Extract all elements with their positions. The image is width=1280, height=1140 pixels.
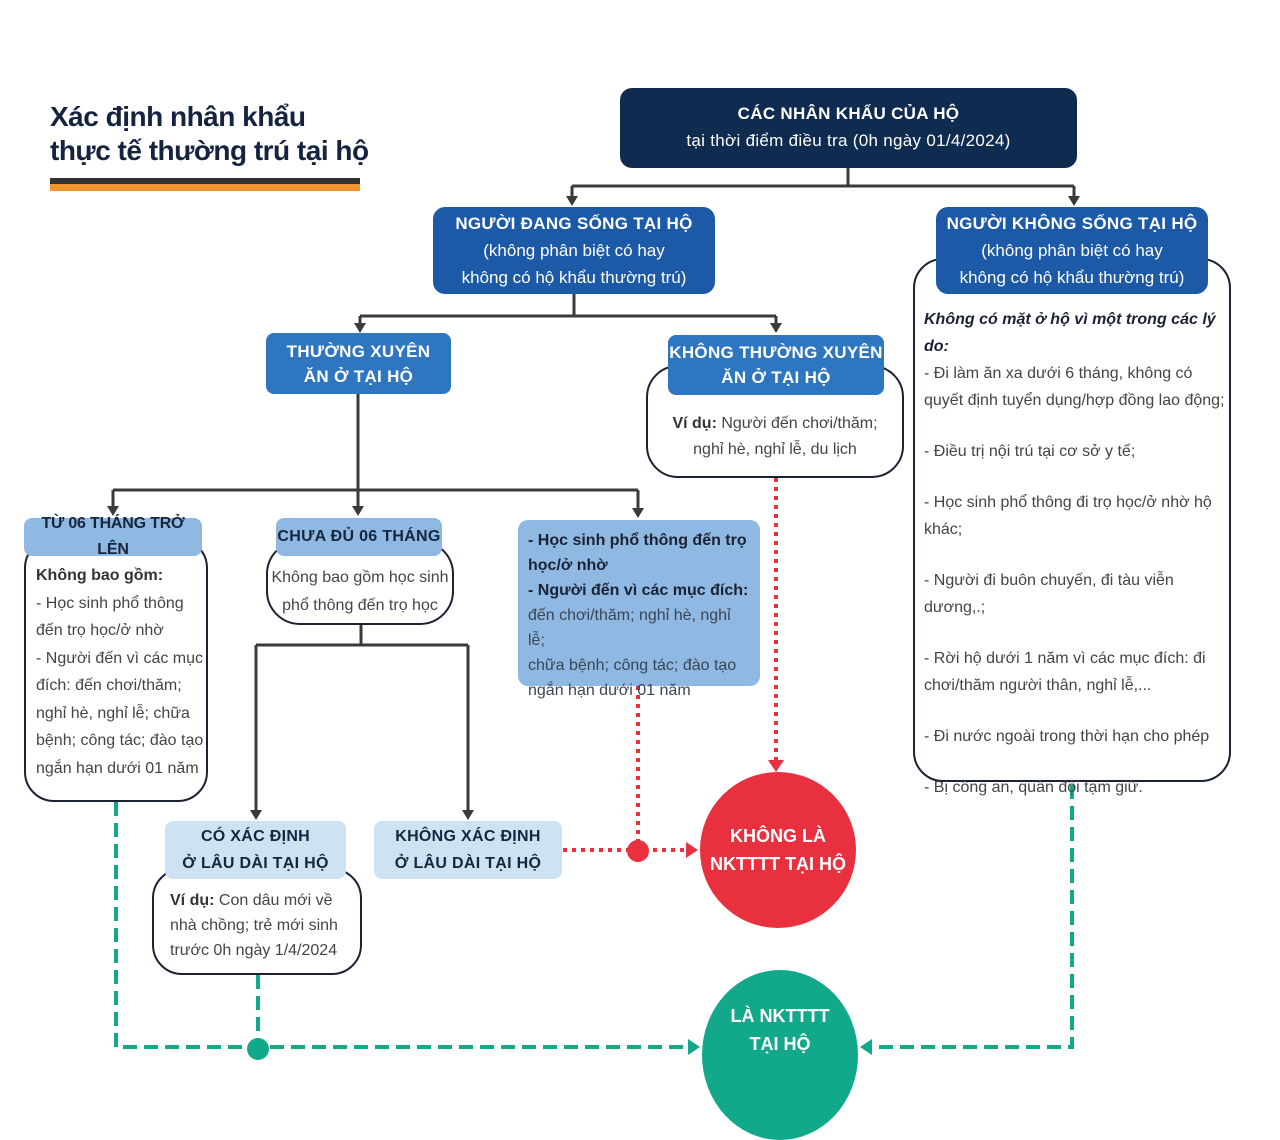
title-underline-orange [50, 184, 360, 191]
long-term-detail-box: Ví dụ: Con dâu mới về nhà chồng; trẻ mới… [152, 868, 362, 975]
arrow-living [566, 196, 578, 206]
under6-line: phổ thông đến trọ học [282, 597, 438, 614]
red-arrow-down [768, 760, 784, 772]
students-line: chữa bệnh; công tác; đào tạo [528, 657, 737, 674]
not-living-node: NGƯỜI KHÔNG SỐNG TẠI HỘ (không phân biệt… [936, 207, 1208, 294]
irregular-example-text: Người đến chơi/thăm; [721, 415, 878, 432]
not-living-reason: - Đi làm ăn xa dưới 6 tháng, không có qu… [924, 365, 1225, 409]
students-line: ngắn hạn dưới 01 năm [528, 682, 691, 699]
arrow-students [632, 508, 644, 518]
over6-line: ngắn hạn dưới 01 năm [36, 759, 199, 777]
irregular-example-label: Ví dụ: [672, 415, 717, 432]
long-term-example-line: nhà chồng; trẻ mới sinh [170, 917, 338, 934]
arrow-over6 [107, 506, 119, 516]
irregular-line-1: KHÔNG THƯỜNG XUYÊN [669, 343, 883, 362]
teal-dashed-over6 [114, 802, 690, 1049]
not-long-term-line-2: Ở LÂU DÀI TẠI HỘ [394, 855, 542, 872]
regular-line-1: THƯỜNG XUYÊN [286, 341, 431, 361]
teal-arrow-left [860, 1039, 872, 1055]
under6-heading: CHƯA ĐỦ 06 THÁNG [277, 528, 441, 545]
students-bold-2: học/ở nhờ [528, 557, 608, 574]
connector-lines [107, 168, 1080, 1060]
over6-line: đích: đến chơi/thăm; [36, 677, 182, 694]
over6-line: bệnh; công tác; đào tạo [36, 732, 204, 749]
arrow-regular [354, 323, 366, 333]
students-bold-1: - Học sinh phổ thông đến trọ [528, 532, 747, 549]
living-node: NGƯỜI ĐANG SỐNG TẠI HỘ (không phân biệt … [433, 207, 715, 294]
not-living-heading: NGƯỜI KHÔNG SỐNG TẠI HỘ [946, 213, 1198, 233]
title-line-2: thực tế thường trú tại hộ [50, 135, 369, 166]
teal-arrow-right [688, 1039, 700, 1055]
over6-heading: TỪ 06 THÁNG TRỞ LÊN [41, 515, 185, 558]
arrow-not-long-term [462, 810, 474, 820]
regular-line-2: ĂN Ở TẠI HỘ [303, 366, 414, 386]
long-term-example-line: Con dâu mới về [218, 892, 333, 909]
arrow-not-living [1068, 196, 1080, 206]
not-living-sub-2: không có hộ khẩu thường trú) [959, 267, 1185, 287]
page-title: Xác định nhân khẩu thực tế thường trú tạ… [50, 100, 369, 168]
teal-dashed-not-living [872, 785, 1074, 1049]
long-term-node: CÓ XÁC ĐỊNH Ở LÂU DÀI TẠI HỘ [165, 821, 346, 879]
under6-node: CHƯA ĐỦ 06 THÁNG [276, 518, 442, 556]
not-living-intro: Không có mặt ở hộ vì một trong các lý do… [924, 311, 1216, 355]
students-line: đến chơi/thăm; nghỉ hè, nghỉ lễ; [528, 607, 731, 649]
irregular-example-text-2: nghỉ hè, nghỉ lễ, du lịch [693, 441, 857, 458]
not-living-reason: - Bị công an, quân đội tạm giữ. [924, 779, 1143, 796]
over6-line: nghỉ hè, nghỉ lễ; chữa [36, 704, 190, 722]
root-sub: tại thời điểm điều tra (0h ngày 01/4/202… [686, 131, 1011, 150]
arrow-under6 [352, 506, 364, 516]
not-long-term-node: KHÔNG XÁC ĐỊNH Ở LÂU DÀI TẠI HỘ [374, 821, 562, 879]
arrow-long-term [250, 810, 262, 820]
not-living-reason: - Điều trị nội trú tại cơ sở y tế; [924, 443, 1136, 460]
teal-junction-dot [247, 1038, 269, 1060]
irregular-line-2: ĂN Ở TẠI HỘ [721, 368, 831, 387]
students-bold-3: - Người đến vì các mục đích: [528, 582, 749, 599]
not-living-reason: - Học sinh phổ thông đi trọ học/ở nhờ hộ… [924, 494, 1212, 538]
result-not-line-2: NKTTTT TẠI HỘ [710, 854, 846, 874]
living-heading: NGƯỜI ĐANG SỐNG TẠI HỘ [455, 213, 693, 233]
red-junction-dot [627, 840, 649, 862]
over6-line: - Người đến vì các mục [36, 649, 204, 667]
title-underline-dark [50, 178, 360, 184]
title-line-1: Xác định nhân khẩu [50, 101, 306, 132]
not-living-reason: - Đi nước ngoài trong thời hạn cho phép [924, 728, 1210, 745]
regular-node: THƯỜNG XUYÊN ĂN Ở TẠI HỘ [266, 333, 451, 394]
over6-intro: Không bao gồm: [36, 567, 164, 584]
root-heading: CÁC NHÂN KHẨU CỦA HỘ [737, 104, 960, 123]
over6-line: đến trọ học/ở nhờ [36, 622, 164, 639]
over6-line: - Học sinh phổ thông [36, 594, 184, 612]
long-term-example-label: Ví dụ: [170, 892, 215, 909]
result-is-nktttt: LÀ NKTTTT TẠI HỘ [702, 970, 858, 1140]
red-arrow-right [686, 842, 698, 858]
not-living-detail-box: Không có mặt ở hộ vì một trong các lý do… [913, 258, 1231, 796]
under6-line: Không bao gồm học sinh [271, 569, 449, 586]
not-long-term-line-1: KHÔNG XÁC ĐỊNH [395, 828, 541, 845]
result-yes-line-1: LÀ NKTTTT [730, 1006, 830, 1026]
arrow-irregular [770, 323, 782, 333]
over6-detail-box: Không bao gồm: - Học sinh phổ thông đến … [24, 538, 208, 802]
not-living-reason: - Rời hộ dưới 1 năm vì các mục đích: đi … [924, 650, 1206, 694]
result-not-nktttt: KHÔNG LÀ NKTTTT TẠI HỘ [700, 772, 856, 928]
not-living-sub-1: (không phân biệt có hay [981, 240, 1163, 260]
students-visitors-node: - Học sinh phổ thông đến trọ học/ở nhờ -… [518, 520, 760, 699]
long-term-line-2: Ở LÂU DÀI TẠI HỘ [182, 855, 329, 872]
not-living-reason: - Người đi buôn chuyến, đi tàu viễn dươn… [924, 572, 1174, 616]
over6-node: TỪ 06 THÁNG TRỞ LÊN [24, 515, 202, 558]
result-not-line-1: KHÔNG LÀ [730, 826, 826, 846]
long-term-example-line: trước 0h ngày 1/4/2024 [170, 942, 338, 959]
result-yes-line-2: TẠI HỘ [749, 1034, 811, 1054]
living-sub-1: (không phân biệt có hay [483, 240, 665, 260]
living-sub-2: không có hộ khẩu thường trú) [461, 267, 687, 287]
irregular-node: KHÔNG THƯỜNG XUYÊN ĂN Ở TẠI HỘ [668, 335, 884, 395]
long-term-line-1: CÓ XÁC ĐỊNH [200, 828, 311, 845]
root-node: CÁC NHÂN KHẨU CỦA HỘ tại thời điểm điều … [620, 88, 1077, 168]
